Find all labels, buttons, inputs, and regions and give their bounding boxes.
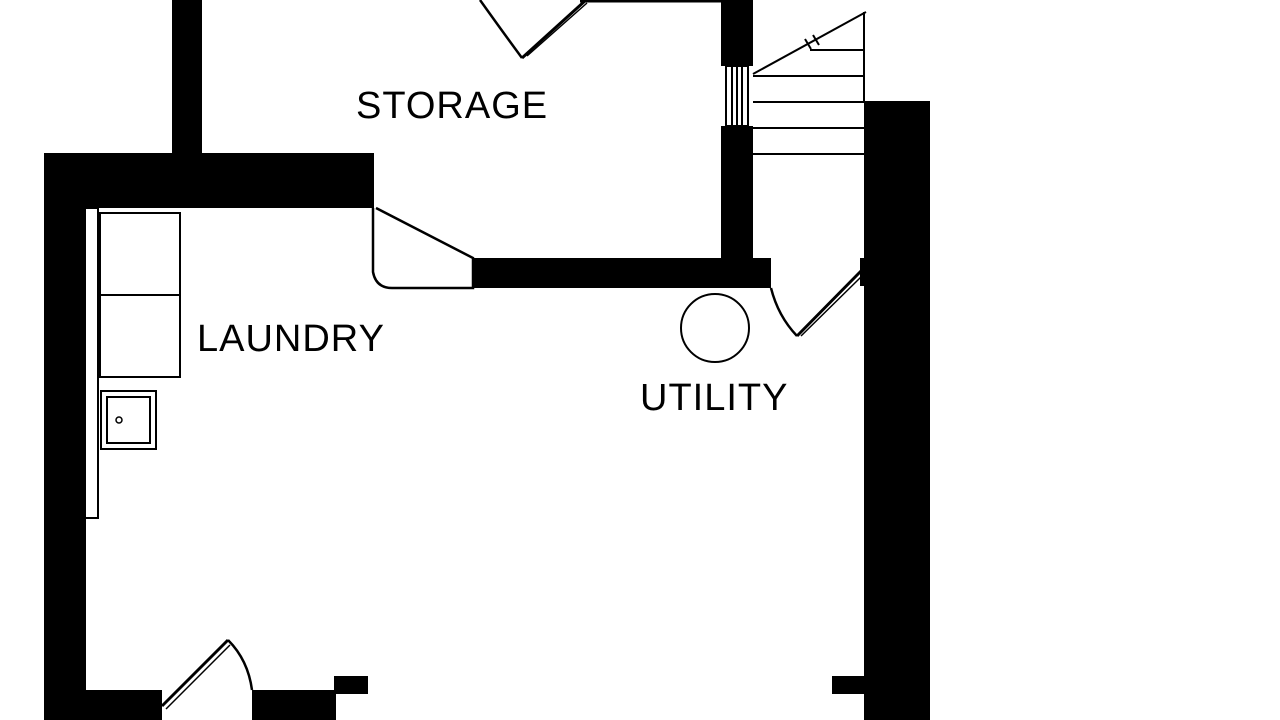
stairs [752,11,867,155]
dryer-appliance [99,294,181,378]
sink-outer [100,390,157,450]
wall-storage-right-upper [721,0,753,66]
sink-basin [106,396,151,444]
water-heater-icon [680,293,750,363]
window-storage [725,65,749,127]
walls [44,0,930,720]
wall-bottom-middle [252,690,336,720]
wall-bottom-right-stub [832,676,866,694]
wall-exterior-left [44,153,86,720]
wall-laundry-top [44,153,374,208]
room-label-laundry: LAUNDRY [197,318,385,360]
room-label-utility: UTILITY [640,377,788,419]
wall-storage-left [172,0,202,158]
laundry-fixtures [86,207,181,519]
washer-appliance [99,212,181,296]
wall-bottom-stub [334,676,368,694]
utility-door [769,258,866,338]
wall-exterior-right [864,101,930,720]
sink-drain [115,416,123,424]
room-label-storage: STORAGE [356,85,548,127]
wall-bottom-left [86,690,162,720]
laundry-door [371,206,475,290]
storage-top-door [478,0,721,60]
wall-storage-bottom [473,258,771,288]
entry-door [160,638,254,710]
